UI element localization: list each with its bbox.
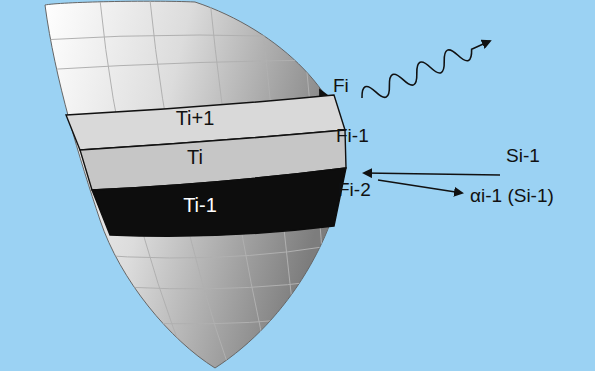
symbol-label: Si-1	[506, 146, 540, 167]
band-label: Ti-1	[183, 194, 217, 216]
symbol-label: Fi-2	[338, 180, 371, 201]
incoming-radiation	[364, 173, 500, 175]
body-shape	[45, 1, 345, 368]
temperature-band: Ti-1	[85, 162, 350, 240]
surface-grid	[40, 0, 360, 371]
symbol-label: Fi-1	[336, 126, 369, 147]
emitted-radiation	[358, 33, 493, 106]
reflected-radiation	[378, 180, 462, 193]
symbol-label: Fi	[333, 76, 349, 97]
band-label: Ti+1	[176, 107, 215, 129]
symbol-label: αi-1 (Si-1)	[470, 186, 554, 207]
band-outline	[85, 162, 350, 240]
band-shape	[92, 168, 346, 236]
band-label: Ti	[187, 146, 203, 168]
